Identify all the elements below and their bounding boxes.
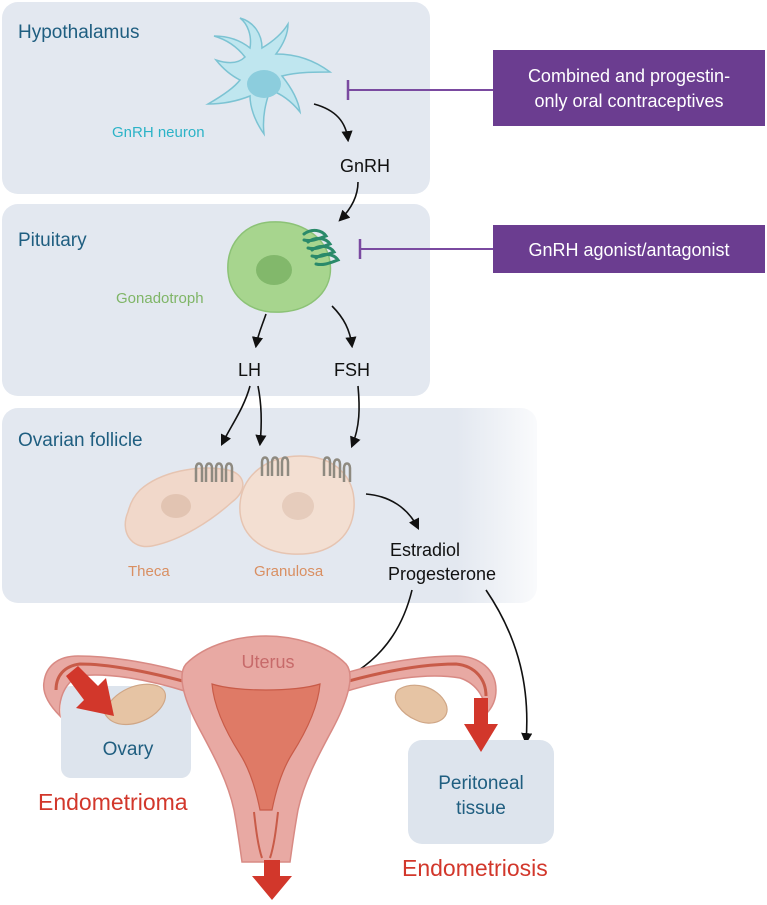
granulosa-lh-receptor-icon — [260, 456, 290, 476]
gonadotroph-nucleus — [256, 255, 292, 285]
ovarian-follicle-label: Ovarian follicle — [18, 430, 143, 451]
endometrium — [211, 683, 321, 811]
uterus-label: Uterus — [241, 652, 294, 672]
progesterone-label: Progesterone — [388, 564, 496, 584]
hypothalamus-label: Hypothalamus — [18, 22, 139, 43]
theca-nucleus — [161, 494, 191, 518]
peritoneal-box — [408, 740, 554, 844]
granulosa-label: Granulosa — [254, 563, 324, 580]
gonadotroph-cell — [227, 221, 332, 313]
oral-contraceptives-box — [493, 50, 765, 126]
gnrh-receptor-icon — [302, 228, 341, 266]
gnrh-neuron-label: GnRH neuron — [112, 124, 205, 141]
oral-contraceptives-line2: only oral contraceptives — [534, 91, 723, 111]
granulosa-nucleus — [282, 492, 314, 520]
theca-label: Theca — [128, 563, 170, 580]
gnrh-hormone-label: GnRH — [340, 156, 390, 176]
uterus-organ — [42, 635, 497, 863]
neuron-to-gnrh-arrow — [313, 103, 353, 143]
fsh-to-granulosa-arrow — [350, 385, 361, 449]
ovary-label: Ovary — [103, 739, 154, 760]
theca-receptor-icon — [194, 462, 234, 482]
gnrh-agonist-label: GnRH agonist/antagonist — [528, 240, 729, 260]
lh-to-granulosa-arrow — [255, 385, 267, 447]
left-tube-lumen — [54, 662, 195, 691]
gnrh-agonist-box — [493, 225, 765, 273]
granulosa-fsh-receptor-icon — [322, 456, 352, 482]
oral-contraceptives-line1: Combined and progestin- — [528, 66, 730, 86]
cervix — [253, 811, 279, 859]
endometriosis-label: Endometriosis — [402, 855, 548, 881]
gnrh-neuron-nucleus — [247, 70, 281, 98]
steroids-to-peritoneum-arrow — [485, 589, 533, 745]
menstrual-outflow-arrow — [252, 860, 292, 900]
estradiol-label: Estradiol — [390, 540, 460, 560]
right-fallopian-tube — [334, 655, 497, 716]
endometrioma-arrow — [66, 666, 114, 716]
endometrioma-label: Endometrioma — [38, 789, 188, 815]
right-tube-lumen — [337, 662, 488, 697]
pituitary-label: Pituitary — [18, 230, 87, 251]
gonadotroph-to-lh-arrow — [251, 313, 267, 349]
peritoneal-reflux-arrow — [464, 698, 498, 752]
gnrh-to-pituitary-arrow — [338, 181, 359, 222]
lh-to-theca-arrow — [220, 385, 251, 447]
hypothalamus-panel — [2, 2, 430, 194]
granulosa-cell — [239, 455, 355, 555]
gonadotroph-label: Gonadotroph — [116, 290, 204, 307]
gonadotroph-to-fsh-arrow — [331, 305, 357, 349]
left-ovary — [103, 683, 167, 726]
right-ovary — [394, 684, 448, 724]
peritoneal-label-line1: Peritoneal — [438, 773, 524, 794]
theca-cell — [124, 467, 244, 548]
gnrh-neuron-cell — [205, 17, 333, 137]
follicle-to-steroids-arrow — [365, 493, 420, 531]
peritoneal-label-line2: tissue — [456, 798, 506, 819]
fsh-hormone-label: FSH — [334, 360, 370, 380]
lh-hormone-label: LH — [238, 360, 261, 380]
